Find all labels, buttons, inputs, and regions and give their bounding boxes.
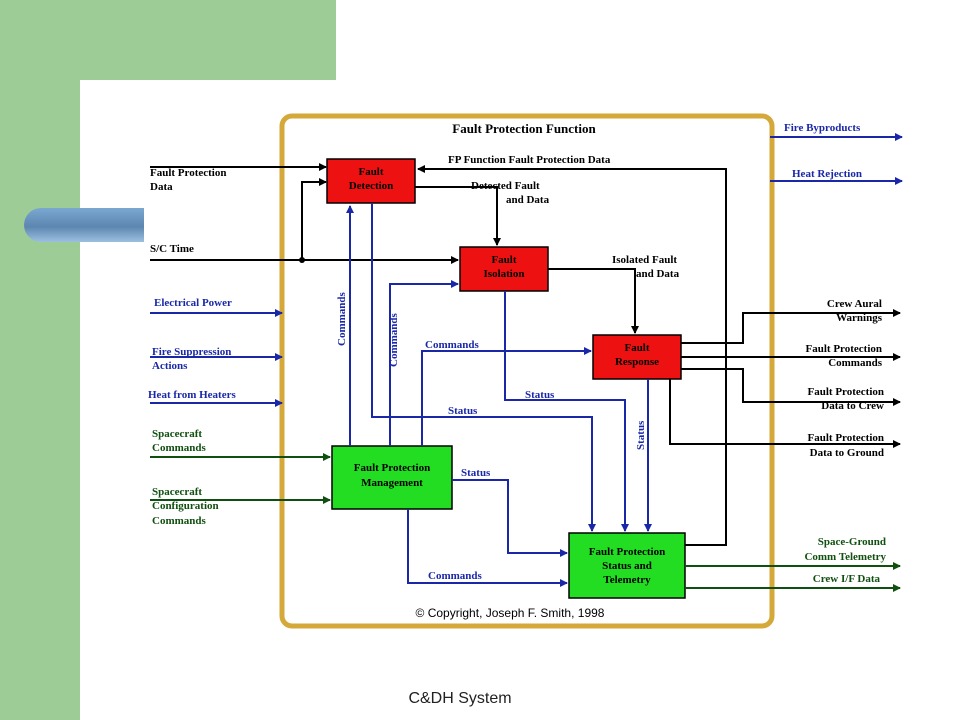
svg-text:Data to Ground: Data to Ground (810, 447, 884, 459)
svg-text:Isolated Fault: Isolated Fault (612, 254, 677, 266)
fault-isolation-block: Fault Isolation (459, 246, 549, 292)
svg-text:Fault Protection: Fault Protection (806, 343, 882, 355)
svg-text:Commands: Commands (152, 442, 207, 454)
svg-text:Fault Protection: Fault Protection (589, 546, 665, 558)
svg-text:Management: Management (361, 477, 423, 489)
svg-text:Warnings: Warnings (836, 312, 883, 324)
fault-response-block: Fault Response (592, 334, 682, 380)
status-telemetry-block: Fault Protection Status and Telemetry (568, 532, 686, 599)
svg-text:Fault Protection: Fault Protection (150, 167, 226, 179)
svg-text:Fault Protection: Fault Protection (808, 386, 884, 398)
svg-text:and Data: and Data (636, 268, 680, 280)
svg-text:Detection: Detection (349, 180, 394, 192)
svg-text:Fault: Fault (491, 254, 516, 266)
svg-text:Status: Status (448, 405, 478, 417)
svg-text:Commands: Commands (428, 570, 483, 582)
svg-text:and Data: and Data (506, 194, 550, 206)
svg-text:Fire Byproducts: Fire Byproducts (784, 122, 861, 134)
svg-text:Fault Protection: Fault Protection (354, 462, 430, 474)
diagram-title: Fault Protection Function (452, 121, 596, 136)
internal-flows (150, 133, 903, 546)
spacecraft-flows (150, 453, 901, 592)
svg-text:Space-Ground: Space-Ground (818, 536, 886, 548)
svg-text:Commands: Commands (828, 357, 883, 369)
svg-text:Data to Crew: Data to Crew (821, 400, 884, 412)
svg-text:Fire Suppression: Fire Suppression (152, 346, 231, 358)
svg-text:Status and: Status and (602, 560, 652, 572)
junction-dot (299, 257, 305, 263)
side-accent-bar (0, 0, 80, 720)
svg-text:Status: Status (525, 389, 555, 401)
svg-text:Fault Protection: Fault Protection (808, 432, 884, 444)
svg-text:Crew Aural: Crew Aural (827, 298, 882, 310)
svg-text:Status: Status (635, 420, 647, 450)
svg-text:Heat Rejection: Heat Rejection (792, 168, 862, 180)
svg-text:Commands: Commands (336, 291, 348, 346)
content-corner (80, 80, 200, 200)
svg-text:S/C Time: S/C Time (150, 243, 194, 255)
svg-text:Isolation: Isolation (484, 268, 525, 280)
svg-text:Commands: Commands (388, 312, 400, 367)
svg-text:Actions: Actions (152, 360, 188, 372)
svg-text:Spacecraft: Spacecraft (152, 486, 202, 498)
svg-text:Electrical Power: Electrical Power (154, 297, 232, 309)
svg-text:Fault: Fault (624, 342, 649, 354)
output-labels: Fire Byproducts Heat Rejection Crew Aura… (784, 122, 886, 585)
top-accent-bar (0, 0, 336, 80)
svg-text:Commands: Commands (152, 515, 207, 527)
svg-text:Data: Data (150, 181, 173, 193)
svg-text:Spacecraft: Spacecraft (152, 428, 202, 440)
footer-label: C&DH System (408, 690, 512, 707)
svg-text:Telemetry: Telemetry (603, 574, 651, 586)
copyright: © Copyright, Joseph F. Smith, 1998 (416, 606, 605, 620)
fault-protection-management-block: Fault Protection Management (331, 445, 453, 510)
svg-text:Commands: Commands (425, 339, 480, 351)
flow-labels: FP Function Fault Protection Data Detect… (336, 154, 680, 582)
svg-text:Status: Status (461, 467, 491, 479)
svg-text:Crew I/F Data: Crew I/F Data (813, 573, 881, 585)
svg-text:Fault: Fault (358, 166, 383, 178)
fault-detection-block: Fault Detection (326, 158, 416, 204)
svg-text:FP Function Fault Protection D: FP Function Fault Protection Data (448, 154, 611, 166)
svg-text:Configuration: Configuration (152, 500, 219, 512)
svg-text:Response: Response (615, 356, 659, 368)
svg-text:Detected Fault: Detected Fault (471, 180, 540, 192)
input-labels: Fault Protection Data S/C Time Electrica… (148, 167, 236, 527)
svg-text:Comm Telemetry: Comm Telemetry (804, 551, 886, 563)
command-status-flows (150, 203, 652, 587)
slide-tab-decoration (24, 208, 144, 242)
svg-text:Heat from Heaters: Heat from Heaters (148, 389, 236, 401)
